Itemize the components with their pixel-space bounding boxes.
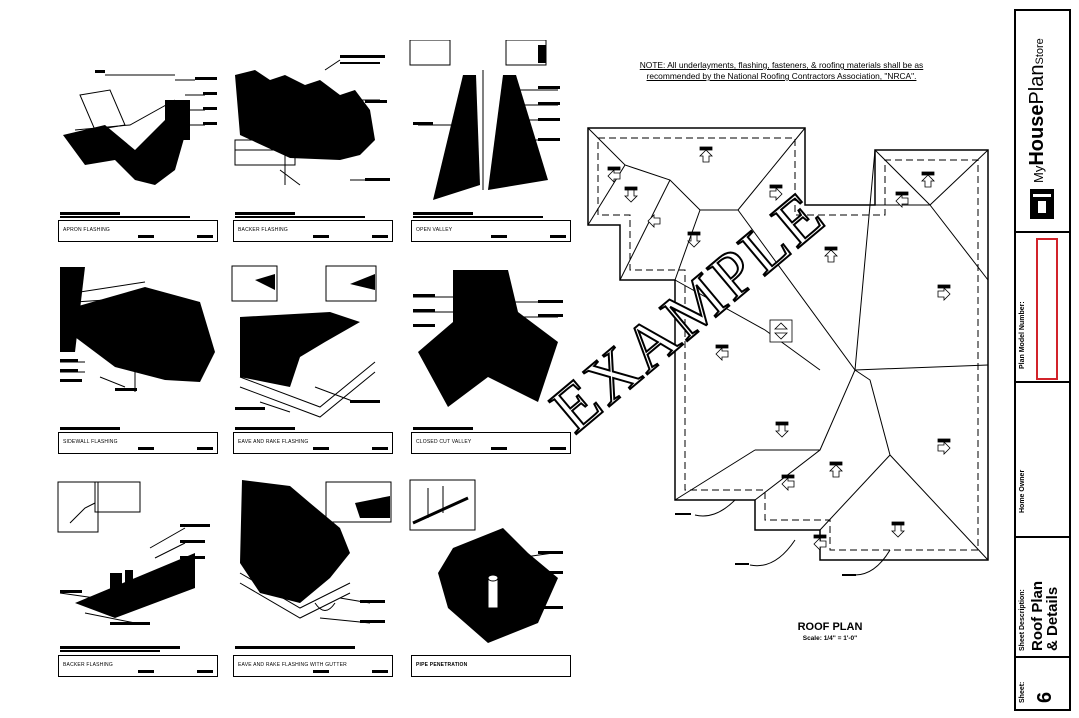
- detail-sidewall-flashing: SIDEWALL FLASHING: [55, 262, 220, 457]
- detail-caption: SIDEWALL FLASHING: [63, 439, 118, 445]
- plan-model-cell: Plan Model Number:: [1016, 233, 1069, 383]
- detail-caption: APRON FLASHING: [63, 227, 110, 233]
- sheet-number-cell: Sheet: 6: [1016, 658, 1069, 709]
- home-owner-cell: Home Owner: [1016, 383, 1069, 538]
- detail-caption: PIPE PENETRATION: [416, 662, 468, 668]
- open-valley-drawing: [409, 39, 560, 200]
- eave-rake-drawing: [231, 265, 380, 418]
- detail-backer-flashing-1: BACKER FLASHING: [230, 40, 395, 245]
- plan-model-number-field[interactable]: [1036, 238, 1058, 380]
- title-block: MyHousePlanStore Plan Model Number: Home…: [1014, 9, 1071, 711]
- sheet-label: Sheet:: [1019, 681, 1026, 703]
- sheet-description-label: Sheet Description:: [1019, 589, 1026, 651]
- house-logo-icon: [1030, 189, 1054, 219]
- detail-caption: EAVE AND RAKE FLASHING WITH GUTTER: [238, 662, 347, 668]
- plan-model-label: Plan Model Number:: [1019, 301, 1026, 369]
- detail-eave-rake-gutter: EAVE AND RAKE FLASHING WITH GUTTER: [230, 478, 395, 683]
- detail-caption: BACKER FLASHING: [63, 662, 113, 668]
- detail-caption: EAVE AND RAKE FLASHING: [238, 439, 309, 445]
- brand-cell: MyHousePlanStore: [1016, 11, 1069, 233]
- pipe-penetration-drawing: [409, 479, 563, 643]
- detail-backer-flashing-2: BACKER FLASHING: [55, 478, 220, 683]
- slope-arrows: [607, 146, 951, 551]
- roof-plan-drawing: [587, 127, 989, 576]
- detail-eave-rake-flashing: EAVE AND RAKE FLASHING: [230, 262, 395, 457]
- roof-plan-scale: Scale: 1/4" = 1'-0": [802, 635, 858, 642]
- backer-flashing-drawing: [234, 55, 390, 186]
- eave-rake-gutter-drawing: [239, 480, 392, 624]
- detail-caption: CLOSED CUT VALLEY: [416, 439, 472, 445]
- sheet-description-cell: Sheet Description: Roof Plan & Details: [1016, 538, 1069, 658]
- detail-caption: OPEN VALLEY: [416, 227, 453, 233]
- home-owner-label: Home Owner: [1019, 469, 1026, 513]
- general-note: NOTE: All underlayments, flashing, faste…: [604, 60, 959, 82]
- sheet-description: Roof Plan & Details: [1029, 581, 1061, 651]
- closed-cut-valley-drawing: [413, 270, 563, 407]
- detail-caption: BACKER FLASHING: [238, 227, 288, 233]
- brand-logo: MyHousePlanStore: [1026, 38, 1048, 183]
- detail-pipe-penetration: PIPE PENETRATION: [408, 478, 573, 683]
- detail-closed-cut-valley: CLOSED CUT VALLEY: [408, 262, 573, 457]
- detail-apron-flashing: APRON FLASHING: [55, 40, 220, 245]
- roof-plan-title: ROOF PLAN: [797, 621, 863, 633]
- sidewall-flashing-drawing: [60, 267, 215, 392]
- detail-open-valley: OPEN VALLEY: [408, 39, 573, 245]
- backer-flashing-2-drawing: [57, 481, 210, 625]
- apron-flashing-drawing: [63, 70, 217, 185]
- sheet-number: 6: [1034, 691, 1056, 703]
- note-line-2: recommended by the National Roofing Cont…: [646, 71, 917, 81]
- note-line-1: NOTE: All underlayments, flashing, faste…: [639, 60, 924, 70]
